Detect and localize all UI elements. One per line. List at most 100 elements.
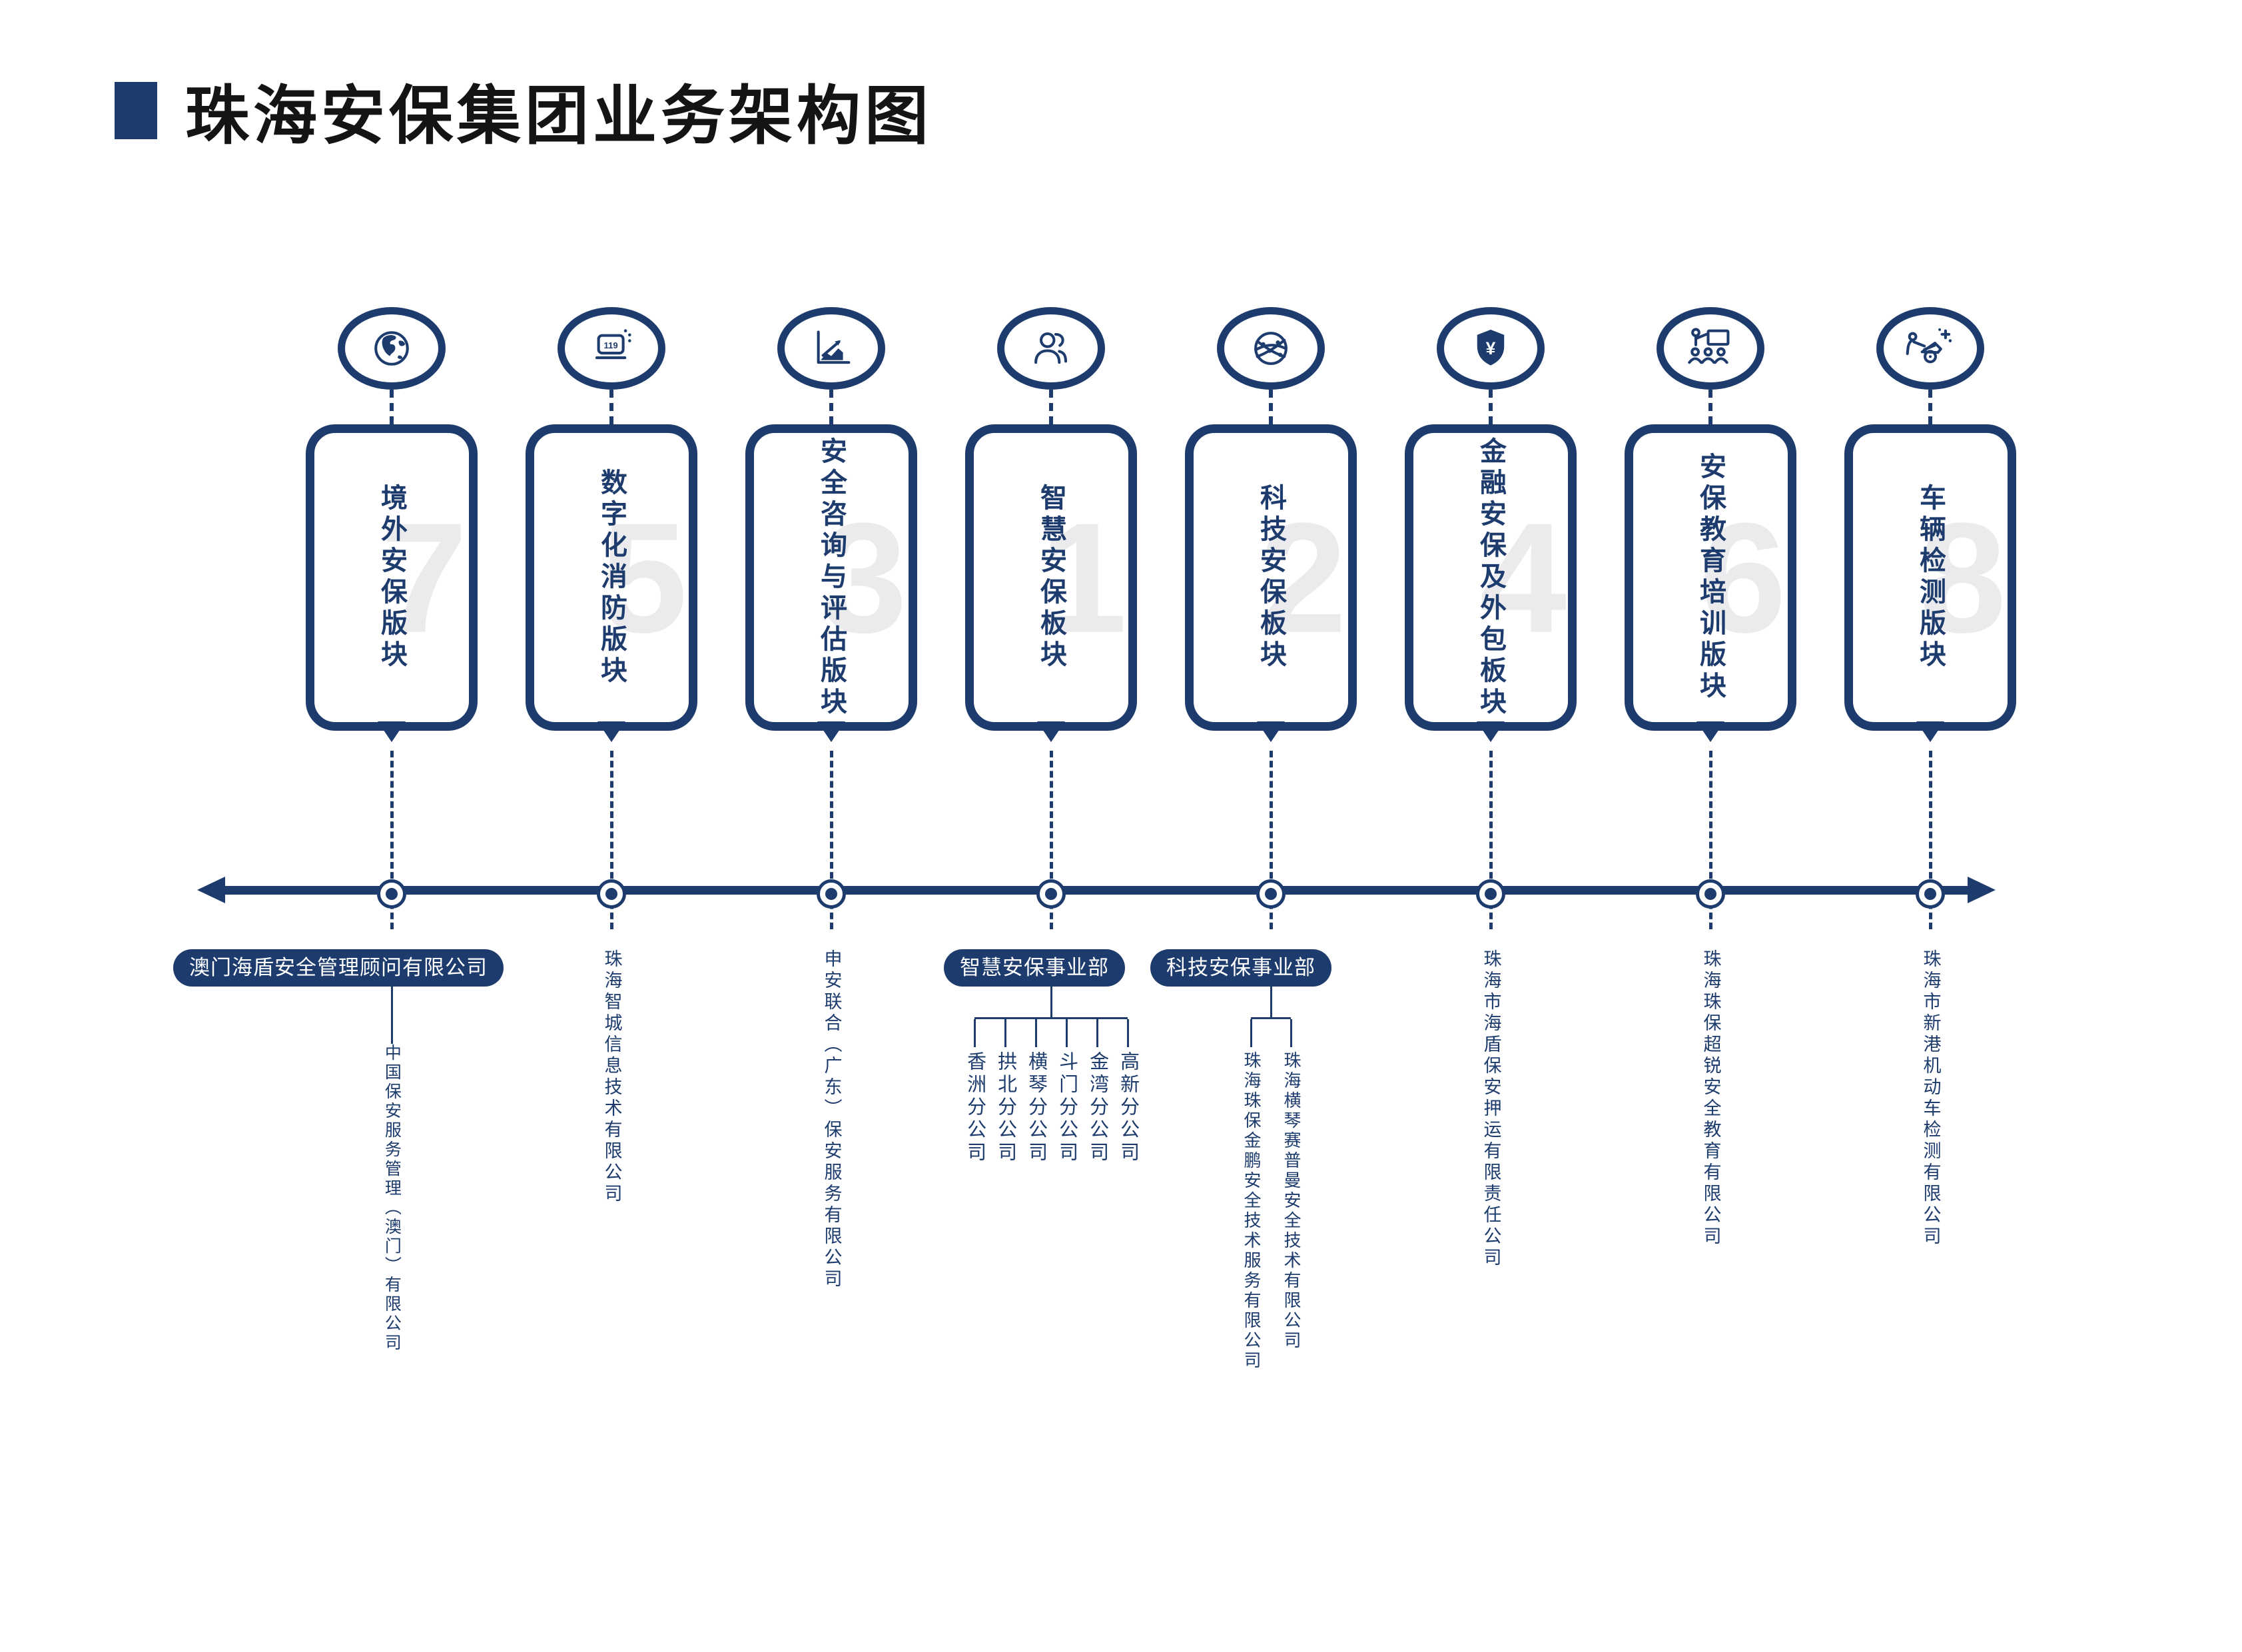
branch-item: 高新分公司 — [1112, 1019, 1143, 1164]
subsidiaries: 珠海智城信息技术有限公司 — [601, 949, 622, 1205]
dashed-connector — [1928, 390, 1932, 424]
dashed-connector — [829, 390, 833, 424]
card-pointer — [1696, 721, 1724, 742]
division-badge: 智慧安保事业部 — [944, 949, 1125, 987]
dashed-connector — [829, 751, 833, 929]
branch-item: 斗门分公司 — [1051, 1019, 1082, 1164]
dashed-connector — [1049, 751, 1053, 929]
segment-label: 安保教育培训版块 — [1696, 452, 1725, 703]
car-inspection-icon — [1906, 328, 1952, 364]
subsidiaries: 珠海珠保超锐安全教育有限公司 — [1700, 949, 1721, 1248]
axis-node — [1476, 879, 1505, 909]
segment-label: 科技安保板块 — [1256, 484, 1286, 671]
axis-node — [1916, 879, 1945, 909]
subsidiaries: 申安联合（广东）保安服务有限公司 — [821, 949, 842, 1290]
branch-name: 斗门分公司 — [1056, 1051, 1078, 1164]
dashed-connector — [390, 390, 394, 424]
icon-circle: 119 — [558, 307, 665, 390]
axis-node — [1256, 879, 1286, 909]
segment-number: 5 — [600, 490, 687, 665]
subsidiaries: 珠海市新港机动车检测有限公司 — [1920, 949, 1941, 1248]
axis-node — [1696, 879, 1725, 909]
branch-name: 高新分公司 — [1117, 1051, 1139, 1164]
segment-vehicle-inspection: 8 车辆检测版块 珠海市新港机动车检测有限公司 — [1820, 303, 2040, 1248]
segment-card: 4 金融安保及外包板块 — [1405, 424, 1577, 742]
company-badge: 澳门海盾安全管理顾问有限公司 — [173, 949, 504, 987]
segment-card: 8 车辆检测版块 — [1844, 424, 2016, 742]
dashed-connector — [1269, 390, 1273, 424]
tree-bar — [974, 1017, 1128, 1019]
segment-label: 智慧安保板块 — [1036, 484, 1066, 671]
card-pointer — [1037, 721, 1065, 742]
division-badge: 科技安保事业部 — [1150, 949, 1331, 987]
card-pointer — [1257, 721, 1285, 742]
segment-number: 8 — [1919, 490, 2006, 665]
branch-list: 珠海珠保金鹏安全技术服务有限公司 珠海横琴赛普曼安全技术有限公司 — [1231, 1019, 1311, 1371]
training-icon — [1688, 328, 1730, 364]
dashed-connector — [1489, 751, 1493, 929]
title-bullet — [115, 81, 157, 139]
segment-label: 数字化消防版块 — [597, 468, 626, 687]
card-pointer — [597, 721, 625, 742]
segment-consulting-assessment: 3 安全咨询与评估版块 申安联合（广东）保安服务有限公司 — [721, 303, 941, 1290]
segment-card: 1 智慧安保板块 — [965, 424, 1137, 742]
connector-line — [390, 987, 393, 1044]
branch-name: 金湾分公司 — [1086, 1051, 1108, 1164]
segment-card: 6 安保教育培训版块 — [1625, 424, 1796, 742]
dashed-connector — [1928, 751, 1932, 929]
branch-name: 香洲分公司 — [964, 1051, 986, 1164]
network-globe-icon — [1254, 332, 1288, 365]
tree-bar — [1251, 1017, 1291, 1019]
icon-circle — [777, 307, 885, 390]
icon-circle — [1657, 307, 1764, 390]
icon-circle — [1876, 307, 1984, 390]
company-name: 珠海市海盾保安押运有限责任公司 — [1481, 949, 1501, 1269]
line-chart-icon — [817, 330, 851, 364]
subsidiaries: 智慧安保事业部 香洲分公司 拱北分公司 横琴分公司 斗门分公司 金湾分公司 高新… — [944, 949, 1143, 1164]
segment-label: 安全咨询与评估版块 — [817, 436, 846, 719]
dashed-connector — [390, 751, 394, 929]
card-pointer — [817, 721, 845, 742]
company-name: 珠海智城信息技术有限公司 — [601, 949, 622, 1205]
branch-item: 珠海横琴赛普曼安全技术有限公司 — [1271, 1019, 1311, 1371]
svg-text:¥: ¥ — [1486, 338, 1496, 358]
svg-text:119: 119 — [603, 340, 617, 350]
segment-card: 3 安全咨询与评估版块 — [745, 424, 917, 742]
business-columns: 7 境外安保版块 澳门海盾安全管理顾问有限公司 中国保安服务管理（澳门）有限公司… — [173, 303, 2040, 1371]
branch-item: 香洲分公司 — [959, 1019, 990, 1164]
branch-list: 香洲分公司 拱北分公司 横琴分公司 斗门分公司 金湾分公司 高新分公司 — [959, 1019, 1143, 1164]
branch-item: 金湾分公司 — [1082, 1019, 1112, 1164]
axis-node — [377, 879, 406, 909]
shield-yuan-icon: ¥ — [1477, 329, 1505, 366]
segment-label: 车辆检测版块 — [1916, 484, 1945, 671]
dashed-connector — [1489, 390, 1493, 424]
page-title-text: 珠海安保集团业务架构图 — [185, 81, 933, 152]
segment-number: 2 — [1260, 490, 1347, 665]
users-icon — [1034, 332, 1068, 364]
card-pointer — [1477, 721, 1505, 742]
icon-circle — [997, 307, 1105, 390]
axis-node — [597, 879, 626, 909]
page-title: 珠海安保集团业务架构图 — [115, 64, 933, 157]
branch-item: 拱北分公司 — [990, 1019, 1020, 1164]
segment-overseas-security: 7 境外安保版块 澳门海盾安全管理顾问有限公司 中国保安服务管理（澳门）有限公司 — [173, 303, 504, 1353]
branch-tree: 香洲分公司 拱北分公司 横琴分公司 斗门分公司 金湾分公司 高新分公司 — [959, 987, 1143, 1164]
dashed-connector — [1708, 751, 1712, 929]
company-name: 申安联合（广东）保安服务有限公司 — [821, 949, 842, 1290]
card-pointer — [378, 721, 406, 742]
icon-circle — [1217, 307, 1325, 390]
company-name: 珠海珠保金鹏安全技术服务有限公司 — [1241, 1051, 1262, 1371]
company-name: 珠海珠保超锐安全教育有限公司 — [1700, 949, 1721, 1248]
subsidiaries: 珠海市海盾保安押运有限责任公司 — [1480, 949, 1501, 1269]
segment-label: 境外安保版块 — [377, 484, 406, 671]
segment-label: 金融安保及外包板块 — [1476, 436, 1505, 719]
icon-circle — [338, 307, 446, 390]
company-name: 珠海市新港机动车检测有限公司 — [1920, 949, 1941, 1248]
icon-circle: ¥ — [1437, 307, 1545, 390]
branch-item: 珠海珠保金鹏安全技术服务有限公司 — [1231, 1019, 1271, 1371]
segment-tech-security: 2 科技安保板块 科技安保事业部 珠海珠保金鹏安全技术服务有限公司 珠海横琴赛普… — [1150, 303, 1381, 1371]
segment-card: 5 数字化消防版块 — [526, 424, 697, 742]
card-pointer — [1916, 721, 1944, 742]
tree-trunk — [1270, 987, 1272, 1017]
dashed-connector — [1049, 390, 1053, 424]
